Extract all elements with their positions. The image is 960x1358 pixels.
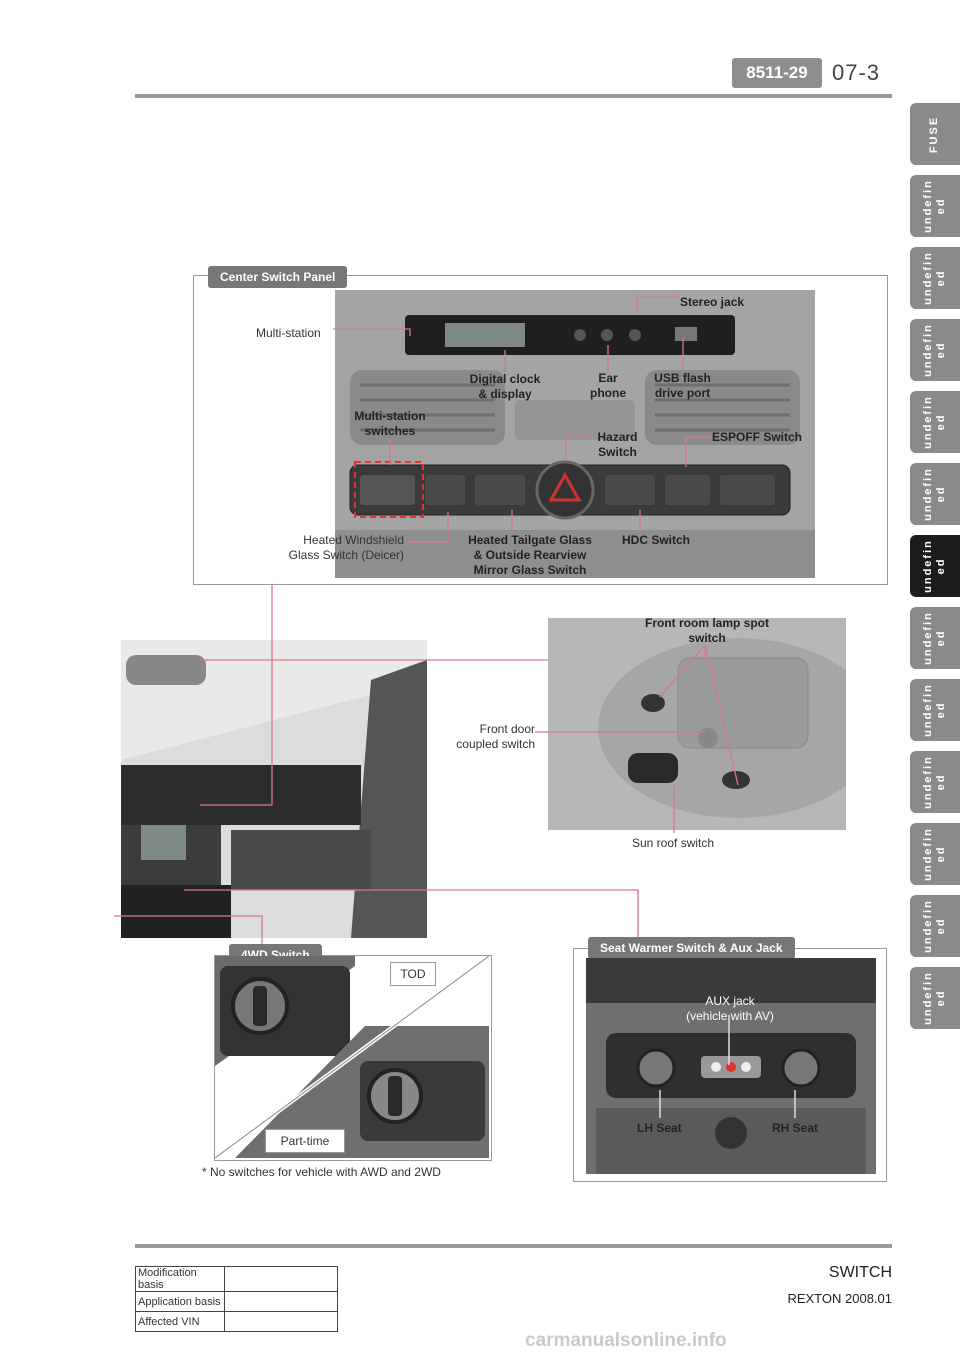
- front-room-lamp-label-line1: Front room lamp spot: [645, 616, 769, 630]
- earphone-label-line1: Ear: [598, 371, 618, 385]
- center-switch-panel-title: Center Switch Panel: [208, 266, 348, 288]
- side-tab-label: undefin ed: [922, 467, 947, 521]
- seat-warmer-panel-title: Seat Warmer Switch & Aux Jack: [588, 937, 795, 959]
- front-door-switch-label-line1: Front door: [479, 722, 535, 736]
- earphone-label-line2: phone: [590, 386, 626, 400]
- roof-console-photo: [548, 618, 846, 830]
- stereo-jack-label: Stereo jack: [680, 295, 745, 309]
- heated-tailgate-label-line3: Mirror Glass Switch: [473, 563, 587, 577]
- heated-tailgate-label-line1: Heated Tailgate Glass: [468, 533, 592, 547]
- multi-station-switches-label-line2: switches: [364, 424, 416, 438]
- side-tab-label: undefin ed: [922, 395, 947, 449]
- side-tab-0[interactable]: FUSE: [910, 103, 960, 165]
- interior-illustration: [121, 640, 427, 938]
- fourwd-switch-illustration: [213, 954, 491, 1160]
- side-tab-label: undefin ed: [922, 251, 947, 305]
- esp-off-switch-label: ESPOFF Switch: [712, 430, 803, 444]
- tod-label-box: TOD: [390, 962, 436, 986]
- aux-jack-label-line1: AUX jack: [705, 994, 755, 1008]
- footer-section-title: SWITCH: [828, 1264, 892, 1281]
- side-tab-6[interactable]: undefin ed: [910, 535, 960, 597]
- multi-station-switches-label-line1: Multi-station: [354, 409, 426, 423]
- table-cell-value: [224, 1311, 338, 1332]
- footer-model: REXTON 2008.01: [787, 1291, 892, 1306]
- side-tab-8[interactable]: undefin ed: [910, 679, 960, 741]
- hazard-switch-label-line1: Hazard: [597, 430, 638, 444]
- heated-tailgate-label-line2: & Outside Rearview: [473, 548, 587, 562]
- usb-port-label-line2: drive port: [654, 386, 711, 400]
- table-cell-label: Affected VIN: [135, 1311, 225, 1332]
- digital-clock-label-line1: Digital clock: [469, 372, 541, 386]
- section-code-badge: 8511-29: [732, 58, 822, 88]
- roof-console-illustration: [548, 618, 846, 830]
- table-cell-label: Modification basis: [135, 1266, 225, 1292]
- side-tab-label: undefin ed: [922, 539, 947, 593]
- side-tab-label: undefin ed: [922, 683, 947, 737]
- side-tab-11[interactable]: undefin ed: [910, 895, 960, 957]
- side-tab-label: undefin ed: [922, 971, 947, 1025]
- part-time-label-box: Part-time: [265, 1129, 345, 1153]
- center-switch-panel-photo: [335, 290, 815, 578]
- side-tab-12[interactable]: undefin ed: [910, 967, 960, 1029]
- part-time-label: Part-time: [280, 1134, 330, 1148]
- table-cell-value: [224, 1291, 338, 1312]
- sun-roof-switch-label: Sun roof switch: [632, 836, 715, 850]
- tod-label: TOD: [400, 967, 426, 981]
- side-tab-label: undefin ed: [922, 755, 947, 809]
- aux-jack-label-line2: (vehicle with AV): [686, 1009, 774, 1023]
- vehicle-interior-photo: [121, 640, 427, 938]
- table-row: Application basis: [135, 1291, 338, 1312]
- side-tab-label: undefin ed: [922, 899, 947, 953]
- side-tab-2[interactable]: undefin ed: [910, 247, 960, 309]
- side-tab-1[interactable]: undefin ed: [910, 175, 960, 237]
- hdc-switch-label: HDC Switch: [622, 533, 691, 547]
- hazard-switch-label-line2: Switch: [598, 445, 637, 459]
- table-row: Modification basis: [135, 1266, 338, 1292]
- header-divider: [135, 94, 892, 98]
- center-panel-illustration: [335, 290, 815, 578]
- aux-jack-label: AUX jack (vehicle with AV): [670, 994, 790, 1024]
- usb-port-label-line1: USB flash: [654, 371, 711, 385]
- fourwd-note: * No switches for vehicle with AWD and 2…: [202, 1165, 441, 1179]
- fourwd-switch-images: [213, 954, 491, 1160]
- digital-clock-label-line2: & display: [478, 387, 532, 401]
- seat-warmer-illustration: [586, 958, 876, 1174]
- modification-table: Modification basis Application basis Aff…: [135, 1266, 338, 1332]
- heated-windshield-label-line2: Glass Switch (Deicer): [288, 548, 404, 562]
- multi-station-label: Multi-station: [256, 326, 321, 340]
- side-tab-label: undefin ed: [922, 323, 947, 377]
- footer-divider: [135, 1244, 892, 1248]
- lh-seat-label: LH Seat: [637, 1121, 682, 1135]
- side-tab-3[interactable]: undefin ed: [910, 319, 960, 381]
- table-cell-value: [224, 1266, 338, 1292]
- side-tab-label: undefin ed: [922, 611, 947, 665]
- front-room-lamp-label-line2: switch: [688, 631, 726, 645]
- side-tab-label: FUSE: [928, 115, 941, 153]
- table-row: Affected VIN: [135, 1311, 338, 1332]
- side-tab-label: undefin ed: [922, 827, 947, 881]
- heated-windshield-label-line1: Heated Windshield: [303, 533, 404, 547]
- seat-warmer-photo: [586, 958, 876, 1174]
- watermark: carmanualsonline.info: [525, 1330, 727, 1351]
- page-number: 07-3: [832, 60, 881, 85]
- table-cell-label: Application basis: [135, 1291, 225, 1312]
- side-tab-label: undefin ed: [922, 179, 947, 233]
- side-tab-10[interactable]: undefin ed: [910, 823, 960, 885]
- front-door-switch-label-line2: coupled switch: [456, 737, 535, 751]
- side-tab-4[interactable]: undefin ed: [910, 391, 960, 453]
- side-tab-9[interactable]: undefin ed: [910, 751, 960, 813]
- side-tab-5[interactable]: undefin ed: [910, 463, 960, 525]
- side-tab-7[interactable]: undefin ed: [910, 607, 960, 669]
- rh-seat-label: RH Seat: [772, 1121, 819, 1135]
